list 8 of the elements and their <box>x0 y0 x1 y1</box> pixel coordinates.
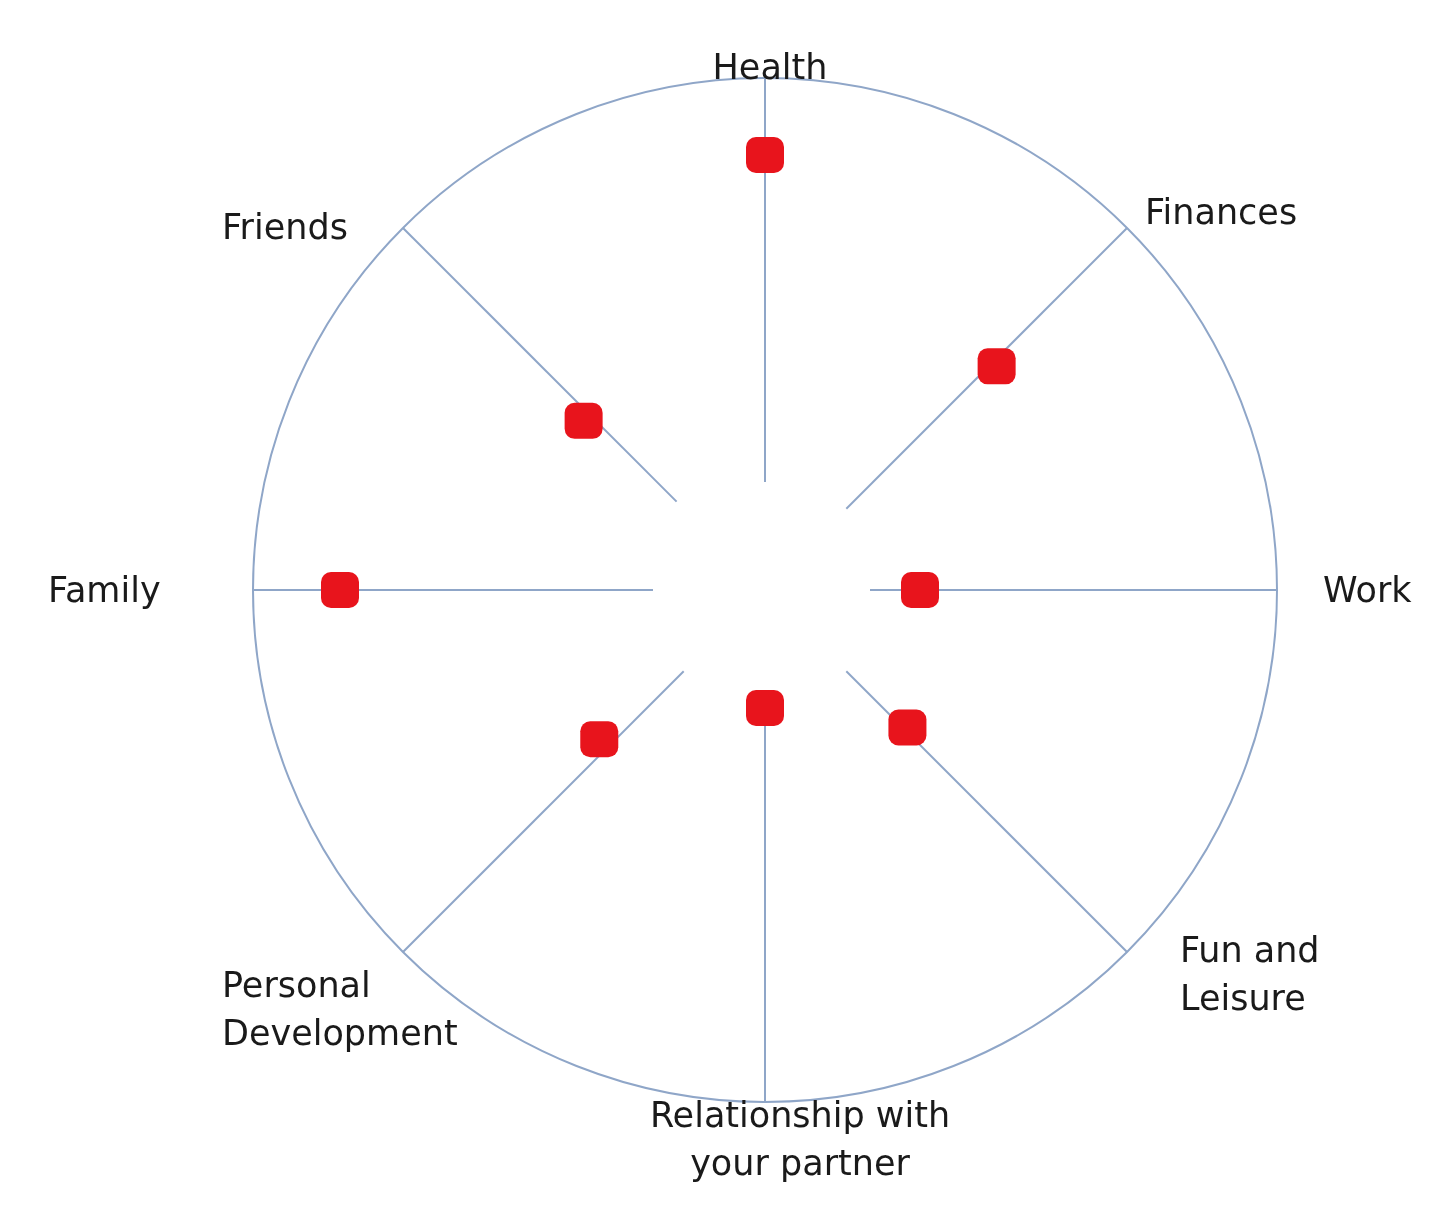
category-label: Fun and Leisure <box>1180 929 1321 1020</box>
category-label: Finances <box>1145 191 1299 234</box>
category-label: Work <box>1323 569 1413 612</box>
category-label: Relationship with your partner <box>648 1094 952 1185</box>
category-label: Personal Development <box>222 964 459 1055</box>
category-label: Family <box>48 569 162 612</box>
category-label: Friends <box>222 206 349 249</box>
category-label: Health <box>711 46 829 89</box>
